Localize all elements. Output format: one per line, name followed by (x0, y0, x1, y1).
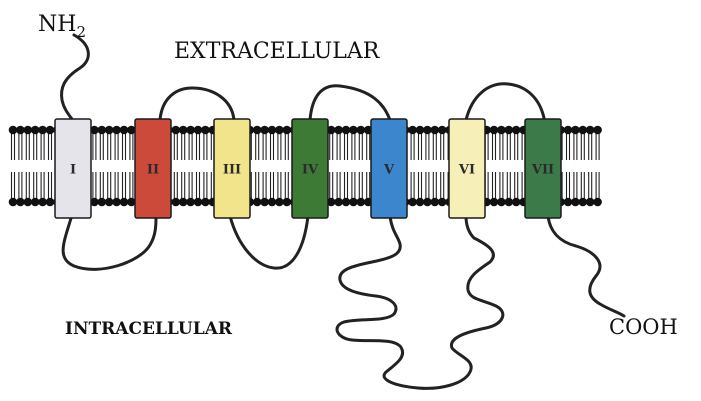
intracellular-loop-2 (230, 216, 308, 268)
intracellular-loop-1 (63, 215, 156, 269)
extracellular-loop-3 (466, 84, 544, 120)
helix-5-label: V (383, 163, 395, 178)
n-terminus-subscript: 2 (76, 23, 86, 41)
helix-1: I (55, 119, 91, 218)
n-terminal-tail (62, 35, 89, 122)
extracellular-loop-2 (310, 86, 390, 120)
helix-1-label: I (70, 163, 76, 178)
n-terminus-label: NH2 (38, 12, 86, 41)
c-terminus-label: COOH (609, 315, 678, 339)
helix-6: VI (449, 119, 485, 218)
helix-3-label: III (223, 163, 241, 178)
intracellular-loop-3 (337, 216, 503, 388)
extracellular-loop-1 (160, 88, 234, 120)
helix-7: VII (525, 119, 561, 218)
helix-4-label: IV (302, 163, 319, 178)
helix-3: III (214, 119, 250, 218)
helix-2: II (135, 119, 171, 218)
extracellular-label: EXTRACELLULAR (174, 39, 381, 64)
helix-5: V (371, 119, 407, 218)
helix-2-label: II (147, 163, 159, 178)
helix-7-label: VII (531, 163, 554, 178)
intracellular-label: INTRACELLULAR (65, 319, 233, 339)
helix-4: IV (292, 119, 328, 218)
helix-6-label: VI (458, 163, 475, 178)
c-terminal-tail (548, 216, 624, 316)
